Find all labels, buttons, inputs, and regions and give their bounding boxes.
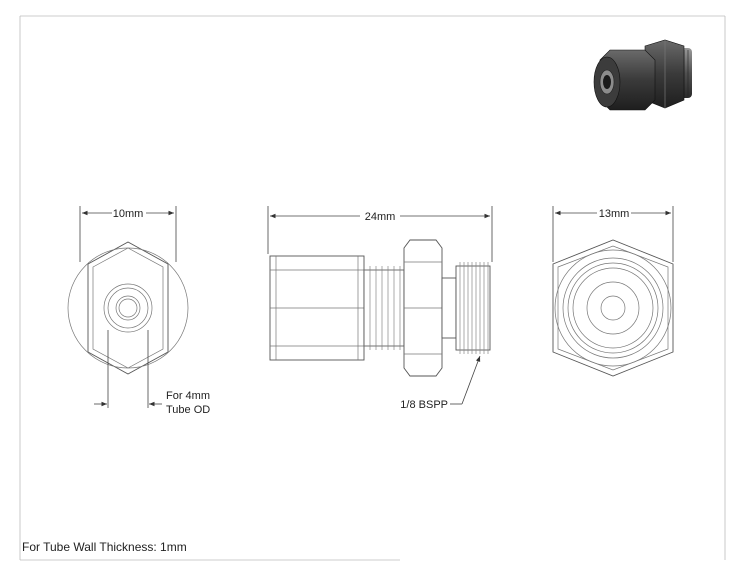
right-width-dimension — [552, 206, 674, 262]
sheet-border — [19, 15, 726, 561]
left-end-view — [67, 241, 189, 375]
left-width-label: 10mm — [113, 208, 144, 220]
thread-leader — [450, 355, 481, 405]
left-width-dimension — [79, 206, 177, 262]
footer-note: For Tube Wall Thickness: 1mm — [22, 540, 187, 554]
length-label: 24mm — [365, 211, 396, 223]
length-dimension — [267, 206, 493, 262]
side-view — [269, 239, 491, 377]
fitting-3d-render-icon — [593, 39, 692, 111]
thread-callout: 1/8 BSPP — [400, 399, 448, 411]
right-end-view — [552, 239, 674, 377]
right-width-label: 13mm — [599, 208, 630, 220]
tube-note-line2: Tube OD — [166, 404, 210, 416]
tube-note-line1: For 4mm — [166, 390, 210, 402]
tube-od-dimension — [94, 330, 162, 408]
